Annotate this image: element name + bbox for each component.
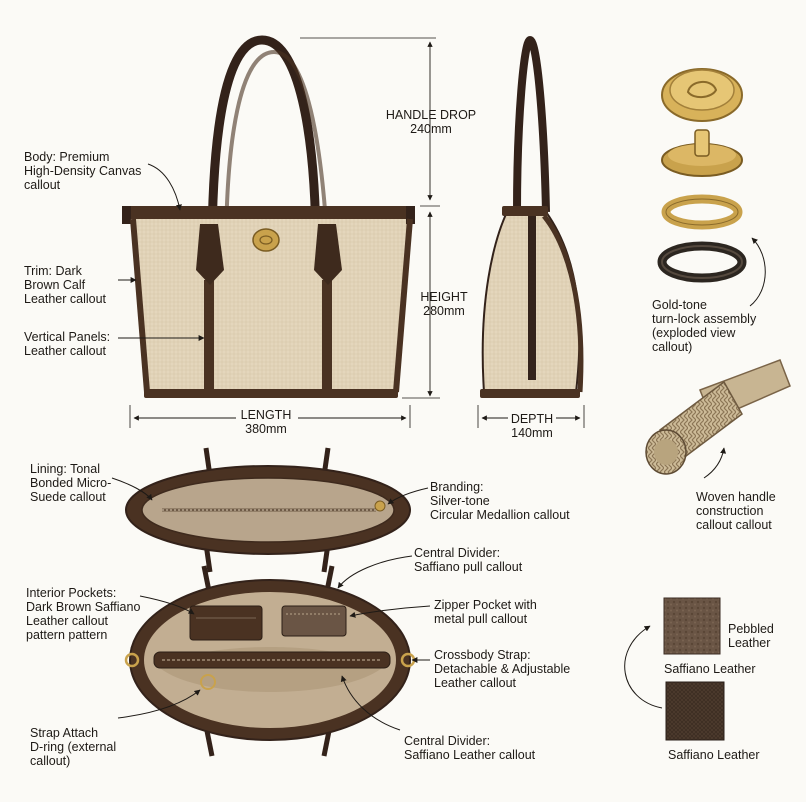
label-woven-handle: Woven handle construction callout callou… bbox=[696, 490, 776, 532]
label-pebbled-leather: Pebbled Leather bbox=[728, 622, 774, 650]
label-branding: Branding: Silver-tone Circular Medallion… bbox=[430, 480, 570, 522]
label-saffiano-leather-1: Saffiano Leather bbox=[664, 662, 756, 676]
label-depth: DEPTH 140mm bbox=[510, 412, 554, 440]
label-central-divider-bottom: Central Divider: Saffiano Leather callou… bbox=[404, 734, 536, 762]
bag-front-view bbox=[122, 35, 415, 398]
woven-handle-icon bbox=[645, 359, 791, 475]
leather-swatch-icon bbox=[663, 597, 725, 741]
label-central-divider-top: Central Divider: Saffiano pull callout bbox=[414, 546, 523, 574]
label-lining: Lining: Tonal Bonded Micro- Suede callou… bbox=[30, 462, 112, 504]
woven-handle-arrow bbox=[703, 447, 727, 479]
d-ring-left bbox=[124, 652, 140, 668]
label-turn-lock: Gold-tone turn-lock assembly (exploded v… bbox=[652, 298, 757, 354]
label-strap-attach: Strap Attach D-ring (external callout) bbox=[30, 726, 117, 768]
gold-turn-lock-icon bbox=[657, 68, 747, 283]
vertical-panel-left bbox=[204, 280, 214, 392]
swatch-arrow bbox=[624, 625, 663, 709]
divider-pull-ring bbox=[200, 674, 216, 690]
vertical-panel-right bbox=[322, 280, 332, 392]
label-body: Body: Premium High-Density Canvas callou… bbox=[24, 150, 142, 192]
label-trim: Trim: Dark Brown Calf Leather callout bbox=[24, 264, 107, 306]
callout-leaders bbox=[111, 163, 431, 731]
label-crossbody-strap: Crossbody Strap: Detachable & Adjustable… bbox=[434, 648, 571, 690]
handle-left-arc bbox=[207, 35, 321, 256]
label-handle-drop: HANDLE DROP 240mm bbox=[385, 108, 477, 136]
top-medallion bbox=[374, 500, 386, 512]
label-zipper-pocket: Zipper Pocket with metal pull callout bbox=[434, 598, 537, 626]
dimension-lines-front bbox=[129, 37, 440, 428]
bag-interior-view bbox=[124, 565, 416, 757]
dimension-lines-side bbox=[477, 405, 585, 428]
label-saffiano-leather-2: Saffiano Leather bbox=[668, 748, 760, 762]
zipper-pocket bbox=[281, 605, 347, 637]
bag-top-view-closed bbox=[125, 447, 411, 573]
handle-tab-right bbox=[314, 224, 342, 285]
label-vertical-panels: Vertical Panels: Leather callout bbox=[24, 330, 111, 358]
front-medallion bbox=[252, 228, 280, 252]
side-panel bbox=[528, 216, 536, 380]
handle-tab-left bbox=[196, 224, 224, 285]
side-handle bbox=[513, 35, 550, 213]
label-height: HEIGHT 280mm bbox=[420, 290, 468, 318]
interior-pocket-left bbox=[189, 605, 263, 641]
top-trim bbox=[125, 206, 415, 219]
label-interior-pockets: Interior Pockets: Dark Brown Saffiano Le… bbox=[26, 586, 141, 642]
turn-lock-arrow bbox=[749, 237, 766, 307]
bag-side-view bbox=[480, 35, 584, 398]
label-length: LENGTH 380mm bbox=[240, 408, 292, 436]
